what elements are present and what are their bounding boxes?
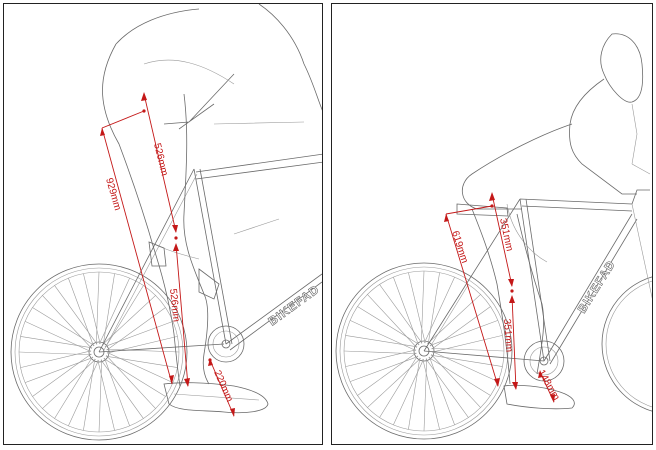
- wheel-spoke: [105, 355, 178, 368]
- frame-brand: BIKEFAD: [575, 258, 618, 316]
- shin-line: [511, 295, 517, 390]
- wheel-spoke: [349, 356, 419, 382]
- rider-leg: [102, 4, 322, 414]
- thigh-line: [491, 193, 513, 287]
- leg-total-line: [445, 213, 499, 387]
- wheel-spoke: [393, 276, 419, 346]
- label-shin: 351mm: [501, 318, 514, 352]
- wheel-spoke: [97, 359, 115, 431]
- wheel-spoke: [54, 356, 93, 419]
- wheel-spoke: [54, 285, 98, 345]
- left-illustration: BIKEFAD: [10, 4, 322, 441]
- wheel-spoke: [431, 347, 505, 352]
- bike-frame: [98, 73, 322, 353]
- wheel-spoke: [104, 357, 130, 427]
- wheel-spoke: [408, 272, 426, 344]
- leg-total-line: [101, 127, 173, 385]
- wheel-spoke: [24, 357, 94, 383]
- label-foot: 220mm: [211, 369, 235, 404]
- wheel-spoke: [431, 306, 491, 350]
- wheel-spoke: [431, 351, 499, 382]
- hip-offset-line: [445, 205, 493, 215]
- wheel-spoke: [42, 359, 96, 409]
- wheel-spoke: [429, 356, 455, 426]
- wheel-spoke: [430, 354, 503, 367]
- thigh-line: [143, 93, 177, 233]
- rear-wheel: [335, 262, 513, 440]
- wheel-spoke: [423, 358, 428, 432]
- wheel-spoke: [428, 357, 491, 396]
- wheel-spoke: [367, 358, 421, 408]
- right-illustration: BIKEFAD: [335, 33, 652, 440]
- wheel-spoke: [32, 353, 92, 397]
- shin-line: [175, 243, 189, 387]
- label-thigh: 526mm: [151, 142, 170, 177]
- wheel-spoke: [367, 294, 417, 348]
- foot-line: [209, 359, 235, 417]
- wheel-spoke: [20, 336, 93, 349]
- wheel-spoke: [24, 321, 92, 352]
- front-wheel: [601, 276, 652, 412]
- right-panel: BIKEFAD: [331, 3, 653, 445]
- label-leg-total: 619mm: [449, 230, 470, 265]
- wheel-spoke: [106, 307, 166, 351]
- wheel-spoke: [104, 321, 174, 347]
- wheel-spoke: [408, 357, 421, 430]
- wheel-spoke: [357, 352, 417, 396]
- chainring: [207, 325, 245, 363]
- wheel-spoke: [424, 276, 455, 344]
- wheel-spoke: [379, 284, 423, 344]
- wheel-spoke: [83, 358, 96, 431]
- frame-brand: BIKEFAD: [266, 282, 322, 328]
- measurement-lines: [100, 92, 235, 417]
- wheel-spoke: [42, 295, 92, 349]
- wheel-spoke: [32, 307, 95, 346]
- wheel-spoke: [343, 350, 417, 355]
- wheel-spoke: [68, 359, 99, 427]
- wheel-spoke: [393, 358, 424, 426]
- wheel-spoke: [106, 355, 156, 409]
- wheel-spoke: [68, 277, 94, 347]
- wheel-spoke: [357, 306, 420, 345]
- wheel-spoke: [95, 271, 100, 345]
- wheel-spoke: [349, 320, 417, 351]
- wheel-spoke: [420, 270, 425, 344]
- wheel-spoke: [99, 277, 130, 345]
- wheel-spoke: [103, 358, 166, 397]
- wheel-spoke: [106, 352, 174, 383]
- wheel-spoke: [345, 335, 418, 348]
- wheel-spoke: [18, 351, 92, 356]
- hip-offset-line: [101, 110, 145, 129]
- wheel-spoke: [98, 359, 103, 433]
- wheel-spoke: [425, 358, 469, 418]
- wheel-spoke: [431, 335, 503, 353]
- wheel-spoke: [102, 273, 115, 346]
- wheel-spoke: [100, 359, 144, 419]
- wheel-spoke: [431, 354, 481, 408]
- wheel-spoke: [422, 358, 440, 430]
- wheel-spoke: [105, 285, 144, 348]
- wheel-spoke: [427, 272, 440, 345]
- label-shin: 526mm: [167, 288, 181, 322]
- wheel-spoke: [20, 350, 92, 368]
- label-foot: 148mm: [535, 368, 561, 402]
- measurement-lines: [444, 192, 555, 403]
- wheel-spoke: [379, 355, 418, 418]
- wheel-spoke: [429, 320, 499, 346]
- rider: [456, 33, 651, 410]
- bike-frame: [423, 189, 652, 365]
- wheel-spoke: [430, 284, 469, 347]
- left-panel: BIKEFAD: [3, 3, 323, 445]
- wheel-spoke: [83, 273, 101, 345]
- wheel-spoke: [345, 349, 417, 367]
- wheel-spoke: [106, 348, 180, 353]
- wheel-spoke: [427, 294, 481, 344]
